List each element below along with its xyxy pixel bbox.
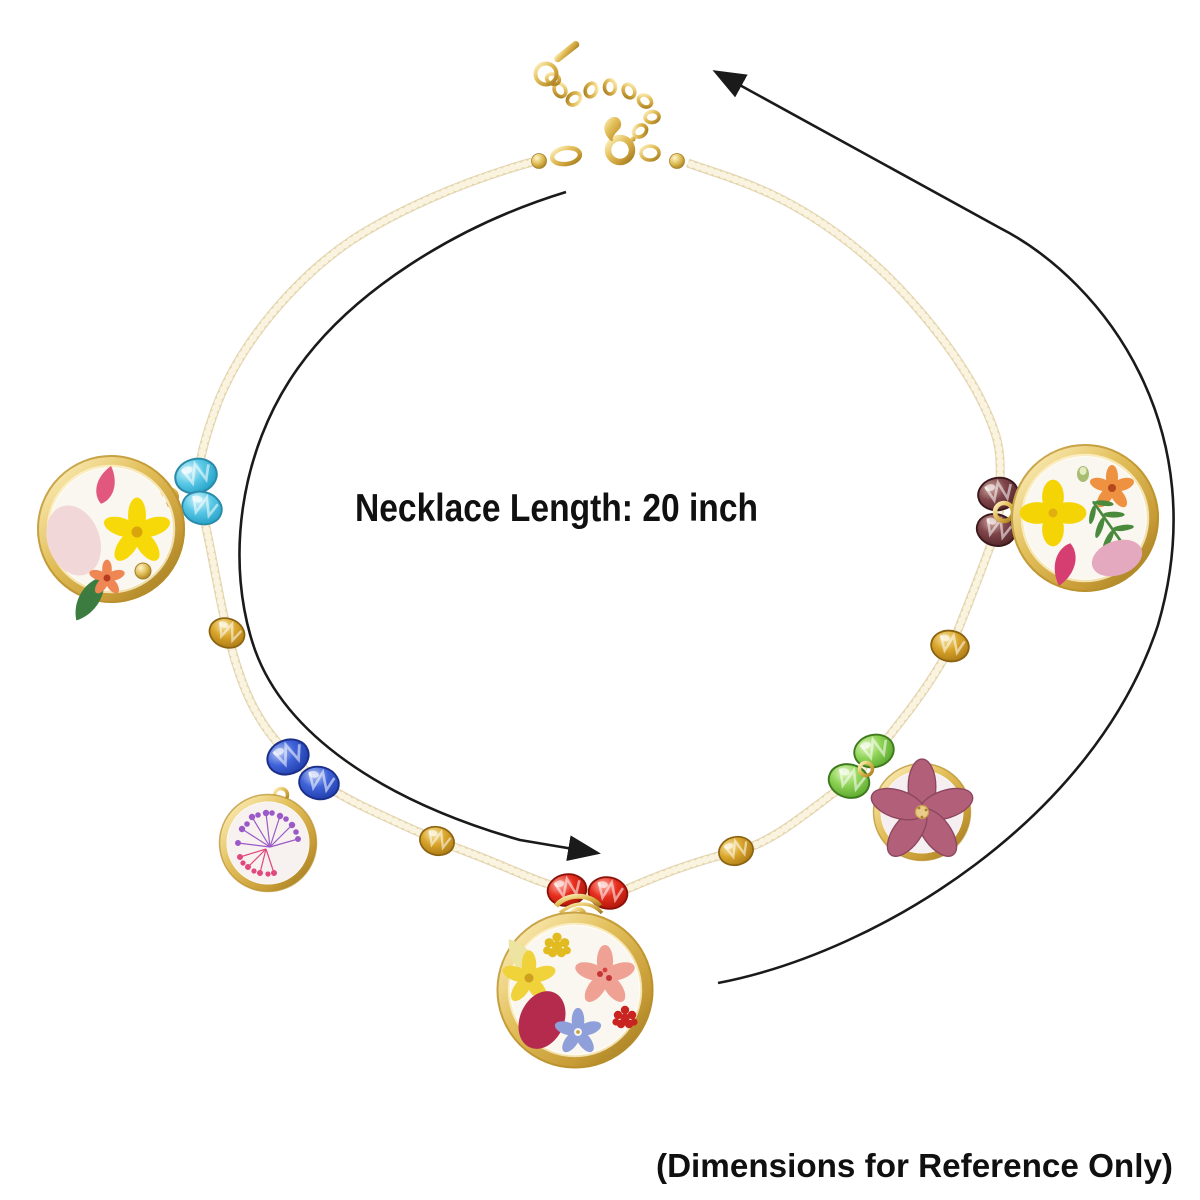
inner-length-arrow [238, 190, 601, 861]
gold-charm [134, 562, 152, 580]
bead-cap-right [669, 153, 685, 169]
extension-end-ring [533, 61, 559, 87]
amber-bead [204, 612, 250, 654]
pendant-upper-right [1011, 444, 1159, 592]
outer-length-arrow [712, 70, 1175, 985]
amber-bead [927, 626, 973, 666]
pink-lace-spray [237, 848, 278, 877]
amber-bead [415, 821, 459, 861]
aqua-bead [177, 485, 227, 531]
pendant-bottom-center [496, 911, 654, 1069]
reference-note: (Dimensions for Reference Only) [656, 1147, 1173, 1184]
dark-red-petal [518, 991, 566, 1049]
purple-lace-spray [234, 809, 302, 848]
length-label: Necklace Length: 20 inch [355, 487, 758, 530]
clasp-link-left [549, 145, 583, 167]
extension-chain [544, 72, 661, 139]
clasp-link-right [639, 144, 661, 162]
pendant-upper-left [37, 455, 185, 626]
amber-bead [714, 831, 758, 871]
pendant-lower-right [866, 757, 978, 865]
light-pink-petal [1091, 539, 1143, 577]
extension-end-bar [554, 41, 580, 63]
clasp-assembly [531, 41, 685, 169]
lobster-clasp [604, 116, 636, 166]
pale-pink-petal [46, 505, 102, 576]
measurement-arrows [238, 70, 1175, 985]
pendant-lower-left [218, 793, 318, 893]
bead-cap-left [531, 153, 547, 169]
